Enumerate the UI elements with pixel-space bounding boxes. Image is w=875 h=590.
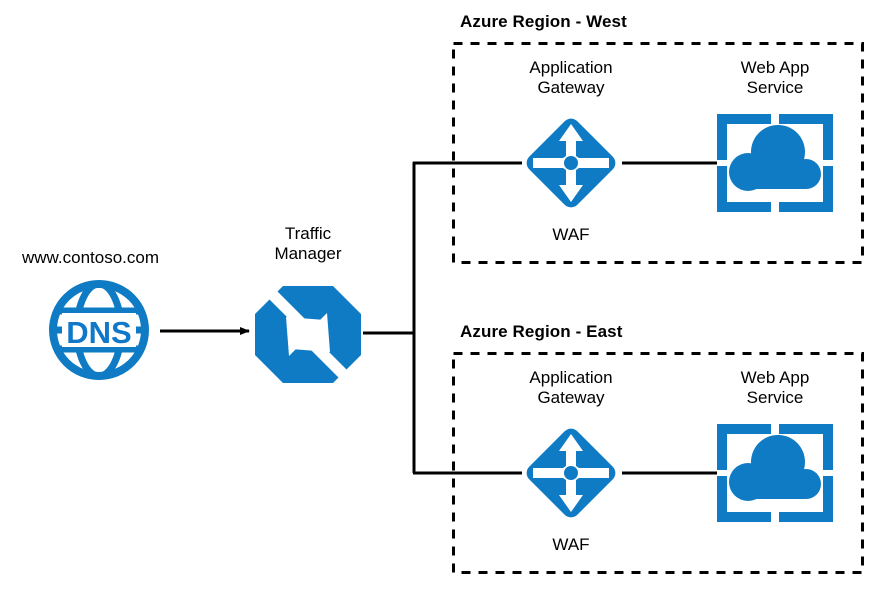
gateway-sublabel-west: WAF	[552, 225, 590, 244]
application-gateway-icon-west	[526, 118, 616, 208]
web-app-service-icon-east	[717, 424, 833, 522]
application-gateway-icon-east	[526, 428, 616, 518]
gateway-sublabel-east: WAF	[552, 535, 590, 554]
traffic-manager-label: Traffic Manager	[274, 224, 342, 264]
web-app-service-icon-west	[717, 114, 833, 212]
gateway-label-east: Application Gateway	[529, 368, 613, 408]
webapp-label-west: Web App Service	[740, 58, 810, 98]
region-box-west	[452, 42, 864, 264]
webapp-label-east: Web App Service	[740, 368, 810, 408]
traffic-manager-icon	[255, 286, 361, 383]
dns-icon-text: DNS	[66, 315, 131, 350]
region-label-west: Azure Region - West	[460, 12, 627, 31]
dns-globe-icon: DNS	[49, 280, 149, 380]
region-label-east: Azure Region - East	[460, 322, 623, 341]
gateway-label-west: Application Gateway	[529, 58, 613, 98]
region-box-east	[452, 352, 864, 574]
url-label: www.contoso.com	[22, 248, 159, 267]
